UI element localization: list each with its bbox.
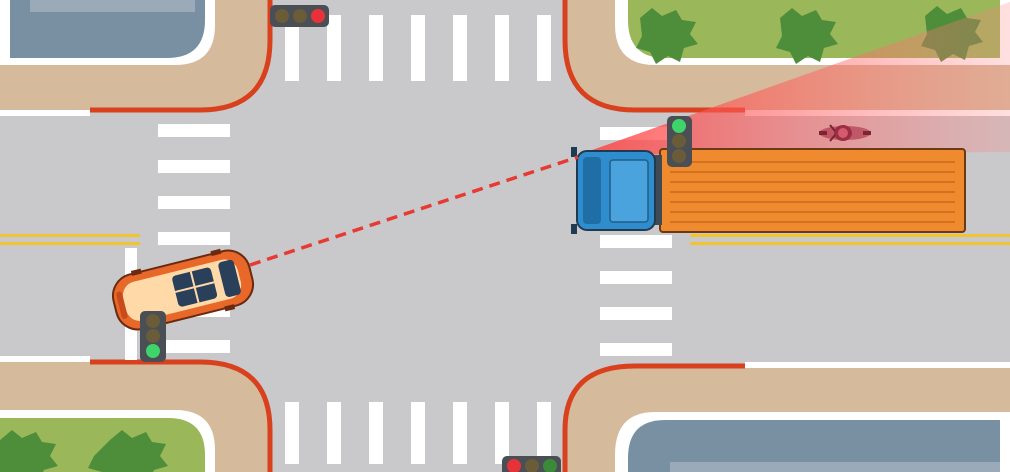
traffic-light-east xyxy=(667,116,692,167)
truck xyxy=(571,147,965,234)
corner-block-bottom-left xyxy=(0,356,270,472)
traffic-light-south xyxy=(502,456,561,472)
traffic-light-west xyxy=(140,311,166,362)
corner-block-bottom-right xyxy=(565,362,1010,472)
traffic-light-north xyxy=(270,5,329,27)
corner-block-top-left xyxy=(0,0,270,116)
